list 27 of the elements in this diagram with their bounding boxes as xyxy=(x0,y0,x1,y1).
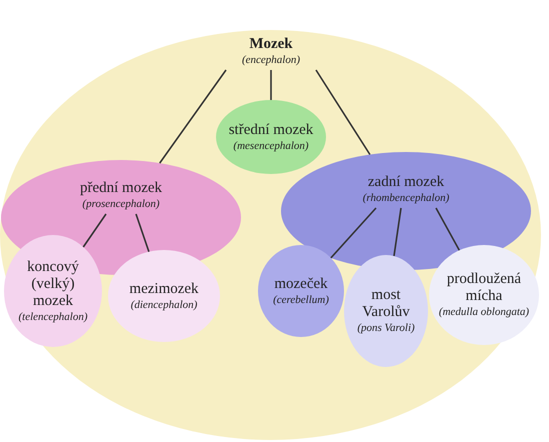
region-name: přední mozek xyxy=(80,180,162,197)
latin-name: (pons Varoli) xyxy=(357,321,415,335)
region-name: mezimozek xyxy=(129,280,199,298)
connector-line xyxy=(393,208,402,256)
latin-name: (mesencephalon) xyxy=(233,138,309,152)
region-name: prodloužená mícha xyxy=(446,271,522,305)
region-name: zadní mozek xyxy=(368,174,444,191)
region-name: Mozek xyxy=(249,36,293,53)
connector-line xyxy=(82,214,107,248)
latin-name: (cerebellum) xyxy=(273,292,329,306)
latin-name: (medulla oblongata) xyxy=(438,305,530,319)
region-ellipse xyxy=(429,245,539,345)
latin-name: (telencephalon) xyxy=(18,310,88,324)
region-name: střední mozek xyxy=(228,122,314,138)
connector-line xyxy=(330,207,377,258)
connector-line xyxy=(270,70,272,100)
connector-line xyxy=(135,214,150,252)
region-name: most Varolův xyxy=(361,287,411,321)
region-name: mozeček xyxy=(274,276,328,292)
connector-line xyxy=(315,70,371,155)
latin-name: (encephalon) xyxy=(242,53,300,67)
latin-name: (rhombencephalon) xyxy=(362,191,450,205)
connector-line xyxy=(435,208,460,251)
connector-line xyxy=(159,70,227,164)
latin-name: (prosencephalon) xyxy=(82,197,160,211)
latin-name: (diencephalon) xyxy=(130,298,198,312)
region-name: koncový (velký) mozek xyxy=(26,258,80,310)
